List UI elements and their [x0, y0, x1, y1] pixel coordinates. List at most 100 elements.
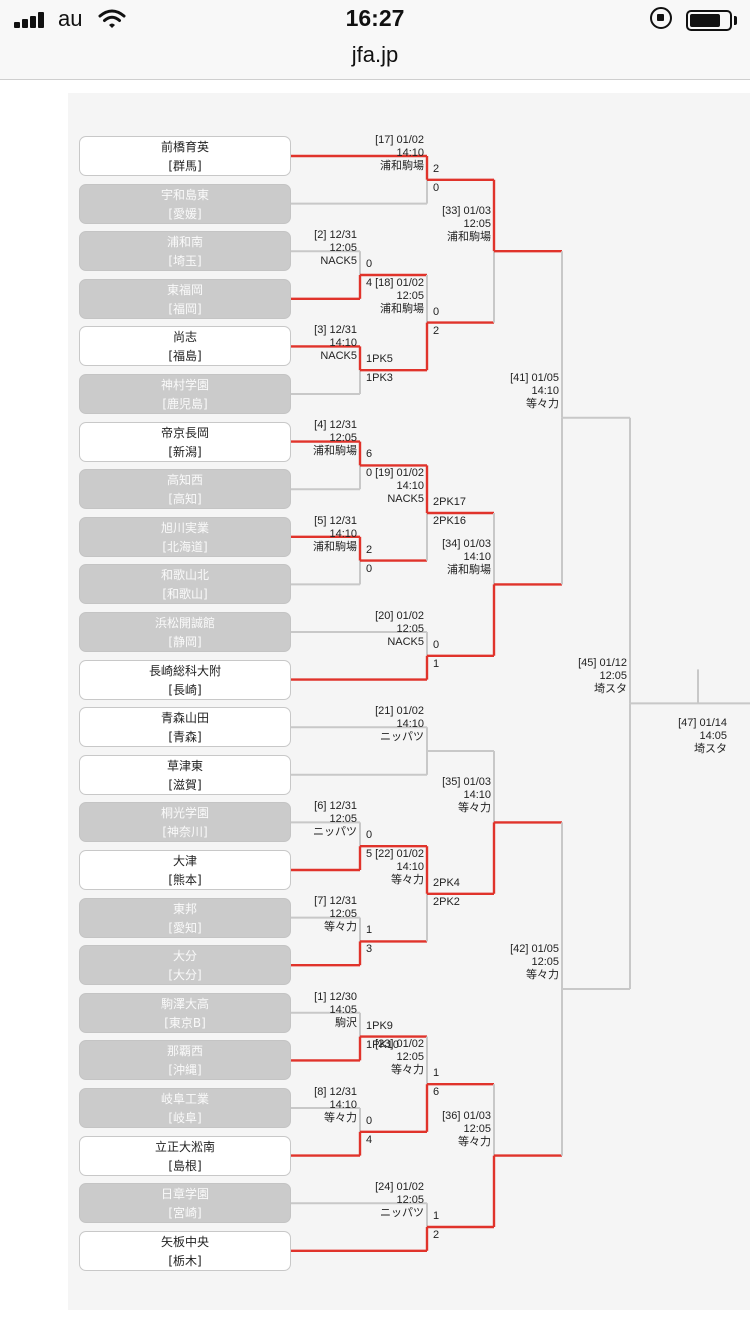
team-name: 大分	[172, 949, 197, 964]
team-box[interactable]: 矢板中央 [栃木]	[79, 1230, 291, 1271]
team-name: 草津東	[166, 758, 203, 773]
match-score: 2PK4	[433, 876, 460, 889]
team-box[interactable]: 岐阜工業[岐阜]	[79, 1088, 291, 1128]
match-score: 0	[433, 305, 440, 318]
team-box[interactable]: 和歌山北[和歌山]	[79, 564, 291, 605]
team-name: 青森山田	[160, 711, 209, 726]
url-text[interactable]: jfa.jp	[351, 42, 399, 67]
match-score: 2PK16	[433, 515, 467, 527]
match-score: 1PK5	[366, 353, 393, 366]
wifi-icon	[98, 9, 126, 28]
team-prefecture: [静岡]	[168, 635, 202, 649]
team-box[interactable]: 高知西[高知]	[79, 469, 291, 510]
match-score: 0	[366, 467, 373, 480]
signal-icon	[14, 12, 48, 28]
team-name: 駒澤大高	[160, 996, 209, 1011]
team-box[interactable]: 草津東 [滋賀]	[79, 754, 291, 795]
match-score: 1PK3	[366, 372, 393, 385]
team-box[interactable]: 青森山田[青森]	[79, 707, 291, 748]
team-name: 帝京長岡	[160, 425, 209, 440]
match-info: [18] 01/02 12:05 浦和駒場	[375, 276, 424, 315]
team-box[interactable]: 駒澤大高 [東京B]	[79, 992, 291, 1033]
team-prefecture: [埼玉]	[168, 254, 202, 269]
team-prefecture: [栃木]	[168, 1253, 202, 1268]
status-bar: au 16:27	[0, 0, 750, 40]
team-box[interactable]: 東邦 [愛知]	[79, 897, 291, 938]
team-name: 神村学園	[160, 378, 209, 392]
match-score: 2	[366, 543, 373, 556]
match-score: 0	[433, 181, 440, 194]
team-box[interactable]: 東福岡[福岡]	[79, 278, 291, 319]
team-box[interactable]: 帝京長岡[新潟]	[79, 421, 291, 462]
team-prefecture: [宮崎]	[168, 1206, 202, 1221]
match-score: 1	[433, 657, 440, 670]
team-box[interactable]: 大分 [大分]	[79, 945, 291, 986]
match-score: 0	[366, 829, 373, 842]
match-info: [5] 12/31 14:10 浦和駒場	[313, 514, 357, 553]
team-name: 東邦	[172, 901, 197, 916]
match-info: [20] 01/02 12:05 NACK5	[375, 609, 424, 648]
team-box[interactable]: 旭川実業[北海道]	[79, 516, 291, 557]
team-box[interactable]: 尚志[福島]	[79, 326, 291, 367]
team-name: 東福岡	[166, 282, 203, 297]
team-prefecture: [長崎]	[168, 682, 202, 697]
team-name: 尚志	[172, 330, 197, 345]
match-score: 6	[433, 1086, 440, 1099]
team-prefecture: [高知]	[168, 492, 202, 507]
team-prefecture: [愛知]	[168, 920, 202, 935]
status-time: 16:27	[345, 5, 405, 31]
team-name: 矢板中央	[160, 1234, 209, 1249]
team-name: 那覇西	[166, 1044, 203, 1059]
team-box[interactable]: 桐光学園[神奈川]	[79, 802, 291, 843]
team-prefecture: [沖縄]	[168, 1063, 202, 1078]
match-info: [4] 12/31 12:05 浦和駒場	[313, 419, 357, 458]
team-box[interactable]: 日章学園 [宮崎]	[79, 1183, 291, 1224]
team-box[interactable]: 前橋育英 [群馬]	[79, 136, 291, 176]
team-box[interactable]: 立正大淞南 [島根]	[79, 1135, 291, 1176]
match-score: 1	[433, 1210, 440, 1222]
match-score: 2	[433, 324, 440, 337]
match-info: [6] 12/31 12:05 ニッパツ	[313, 800, 357, 839]
match-info: [2] 12/31 12:05 NACK5	[314, 229, 357, 267]
team-prefecture: [愛媛]	[168, 206, 202, 221]
match-info: [3] 12/31 14:10 NACK5	[314, 324, 357, 363]
team-prefecture: [滋賀]	[168, 777, 202, 792]
team-prefecture: [和歌山]	[162, 587, 208, 602]
team-box[interactable]: 神村学園[鹿児島]	[79, 374, 291, 414]
match-score: 2PK2	[433, 895, 460, 908]
team-name: 立正大淞南	[154, 1139, 215, 1154]
team-name: 長崎総科大附	[148, 663, 221, 678]
team-prefecture: [群馬]	[168, 159, 202, 173]
team-prefecture: [岐阜]	[168, 1111, 202, 1125]
match-info: [24] 01/02 12:05 ニッパツ	[375, 1181, 424, 1219]
team-name: 前橋育英	[160, 140, 209, 154]
match-info: [7] 12/31 12:05 等々力	[314, 895, 357, 934]
team-prefecture: [北海道]	[162, 539, 208, 554]
team-name: 浦和南	[166, 235, 203, 250]
match-info: [23] 01/02 12:05 等々力	[375, 1038, 424, 1077]
team-name: 浜松開誠館	[154, 616, 215, 630]
match-score: 1PK10	[366, 1038, 400, 1051]
team-name: 日章学園	[160, 1187, 209, 1202]
team-box[interactable]: 那覇西 [沖縄]	[79, 1040, 291, 1081]
team-box[interactable]: 大津[熊本]	[79, 850, 291, 890]
match-score: 0	[366, 562, 373, 575]
team-box[interactable]: 浜松開誠館 [静岡]	[79, 612, 291, 652]
team-name: 宇和島東	[160, 187, 209, 202]
team-prefecture: [東京B]	[164, 1015, 206, 1030]
match-score: 2	[433, 1229, 440, 1241]
match-info: [42] 01/05 12:05 等々力	[510, 943, 559, 981]
match-info: [45] 01/12 12:05 埼スタ	[578, 657, 627, 696]
battery-tip	[734, 16, 737, 25]
team-prefecture: [島根]	[168, 1158, 202, 1173]
team-prefecture: [大分]	[168, 968, 202, 983]
team-box[interactable]: 宇和島東 [愛媛]	[79, 183, 291, 224]
match-info: [22] 01/02 14:10 等々力	[375, 847, 424, 886]
address-bar[interactable]: jfa.jp	[0, 40, 750, 80]
match-score: 0	[366, 258, 373, 270]
team-box[interactable]: 長崎総科大附 [長崎]	[79, 659, 291, 700]
rotation-lock-icon	[650, 7, 672, 29]
match-score: 2PK17	[433, 496, 467, 508]
match-score: 6	[366, 448, 373, 461]
team-box[interactable]: 浦和南 [埼玉]	[79, 231, 291, 272]
